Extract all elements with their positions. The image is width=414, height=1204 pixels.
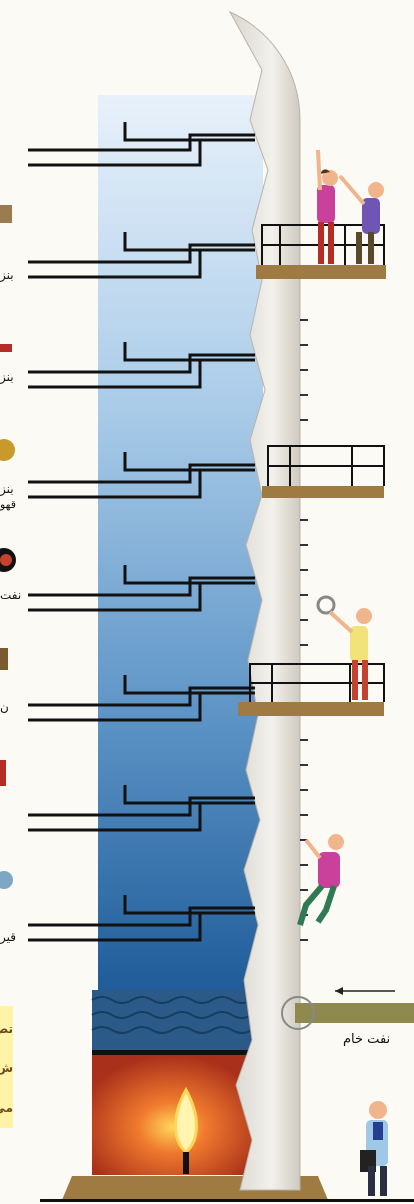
crude-oil-layer [92,990,257,1050]
fraction-label-3: بنز [0,482,14,496]
person-girl-pointing [316,149,338,264]
tower-wall [228,10,301,1191]
fraction-label-7: قیر [0,930,16,944]
furnace [92,1055,252,1175]
fraction-label-4: قهو [0,498,17,511]
side-note-line-1: تص [0,1022,13,1036]
platform-3 [238,663,385,716]
fraction-label-6: ن [0,700,9,714]
fraction-pipes [28,122,255,942]
side-note-line-2: ش [0,1061,13,1075]
person-boy-pointing [338,174,384,264]
tower-ticks [300,319,308,941]
fraction-label-5: نفت [0,588,22,602]
crude-oil-label: نفت خام [343,1032,391,1047]
person-boy-climbing [297,834,344,926]
platform-2 [262,445,385,498]
left-product-icons [0,205,16,889]
side-note-line-3: می [0,1101,13,1115]
fraction-label-2: بنز [0,370,14,384]
fraction-label-1: بنز [0,268,14,282]
side-note-box: تص ش می [0,1006,13,1128]
person-boy-holding-ring [316,595,372,700]
column-body [98,95,263,995]
person-man-with-book [360,1101,388,1196]
crude-inlet-pipe [295,1003,414,1023]
